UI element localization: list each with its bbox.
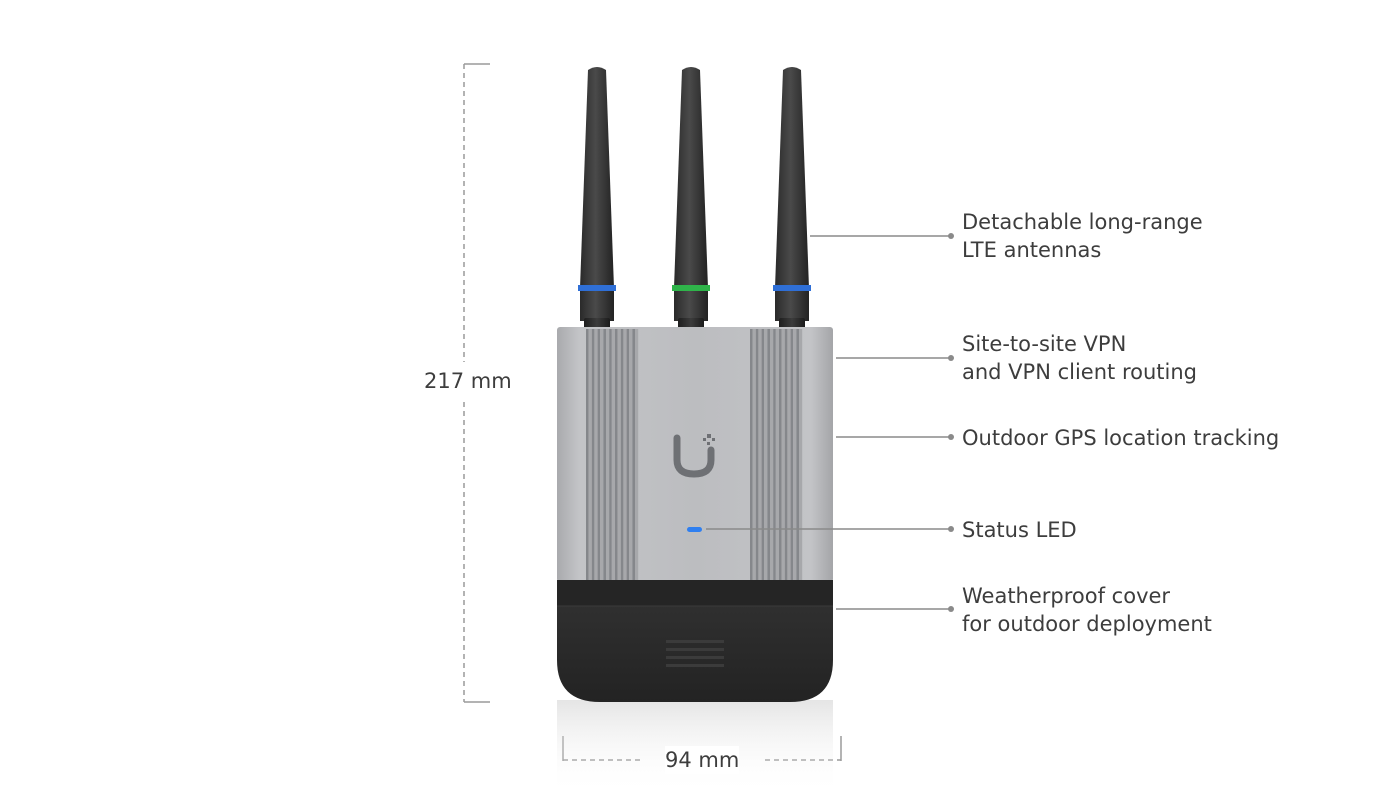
heat-fin [586, 329, 589, 580]
heat-fin-highlight [793, 329, 797, 580]
heat-fin [603, 329, 606, 580]
heat-fin [784, 329, 788, 580]
heat-fin [767, 329, 770, 580]
antenna-ring-green-center [672, 285, 710, 291]
height-dimension [463, 63, 490, 703]
callout-gps: Outdoor GPS location tracking [962, 424, 1279, 452]
width-dimension-label: 94 mm [665, 746, 740, 774]
cover-grip-lines [666, 640, 724, 667]
leader-dot-gps [948, 434, 954, 440]
heat-fin [755, 329, 759, 580]
leader-dot-led [948, 526, 954, 532]
heat-fin [796, 329, 799, 580]
leader-lines [706, 233, 954, 612]
heat-fin [591, 329, 595, 580]
heat-fin-highlight [629, 329, 633, 580]
heat-fin [773, 329, 776, 580]
heat-fin-highlight [781, 329, 785, 580]
heat-fin [761, 329, 765, 580]
heat-fin-highlight [623, 329, 627, 580]
antenna-ring-blue-left [578, 285, 616, 291]
antenna-ring-blue-right [773, 285, 811, 291]
heat-fins-left [586, 329, 639, 580]
device-housing [557, 327, 833, 582]
heat-fin-highlight [617, 329, 621, 580]
heat-fin-highlight [600, 329, 604, 580]
callout-vpn-line-2: and VPN client routing [962, 360, 1197, 384]
callout-antennas-line-2: LTE antennas [962, 238, 1102, 262]
ubiquiti-u-logo-icon [673, 434, 715, 478]
callout-gps-line-1: Outdoor GPS location tracking [962, 426, 1280, 450]
heat-fin-highlight [758, 329, 762, 580]
callout-cover-line-2: for outdoor deployment [962, 612, 1212, 636]
heat-fin-highlight [635, 329, 639, 580]
heat-fin [626, 329, 630, 580]
callout-status-led-line-1: Status LED [962, 518, 1077, 542]
leader-dot-antennas [948, 233, 954, 239]
heat-fin-highlight [787, 329, 791, 580]
callout-antennas: Detachable long-range LTE antennas [962, 208, 1203, 264]
heat-fin-highlight [611, 329, 615, 580]
heat-fin [609, 329, 612, 580]
callout-vpn: Site-to-site VPN and VPN client routing [962, 330, 1197, 386]
heat-fin-highlight [770, 329, 774, 580]
heat-fin-highlight [799, 329, 803, 580]
heat-fin-highlight [588, 329, 592, 580]
heat-fin [615, 329, 618, 580]
heat-fin-highlight [752, 329, 756, 580]
antenna-right [773, 67, 811, 330]
height-dimension-label: 217 mm [424, 367, 512, 395]
heat-fins-right [750, 329, 803, 580]
callout-cover-line-1: Weatherproof cover [962, 584, 1171, 608]
heat-fin [632, 329, 635, 580]
heat-fin [790, 329, 794, 580]
heat-fin [597, 329, 601, 580]
antenna-center [672, 67, 710, 330]
leader-dot-vpn [948, 355, 954, 361]
heat-fin [620, 329, 624, 580]
heat-fin-highlight [775, 329, 779, 580]
heat-fin [750, 329, 753, 580]
heat-fin-highlight [606, 329, 610, 580]
heat-fin-highlight [764, 329, 768, 580]
callout-cover: Weatherproof cover for outdoor deploymen… [962, 582, 1212, 638]
callout-status-led: Status LED [962, 516, 1077, 544]
heat-fin-highlight [594, 329, 598, 580]
heat-fin [779, 329, 782, 580]
antenna-left [578, 67, 616, 330]
status-led [687, 527, 702, 532]
weatherproof-cover [557, 580, 833, 702]
callout-vpn-line-1: Site-to-site VPN [962, 332, 1127, 356]
leader-dot-cover [948, 606, 954, 612]
callout-antennas-line-1: Detachable long-range [962, 210, 1203, 234]
